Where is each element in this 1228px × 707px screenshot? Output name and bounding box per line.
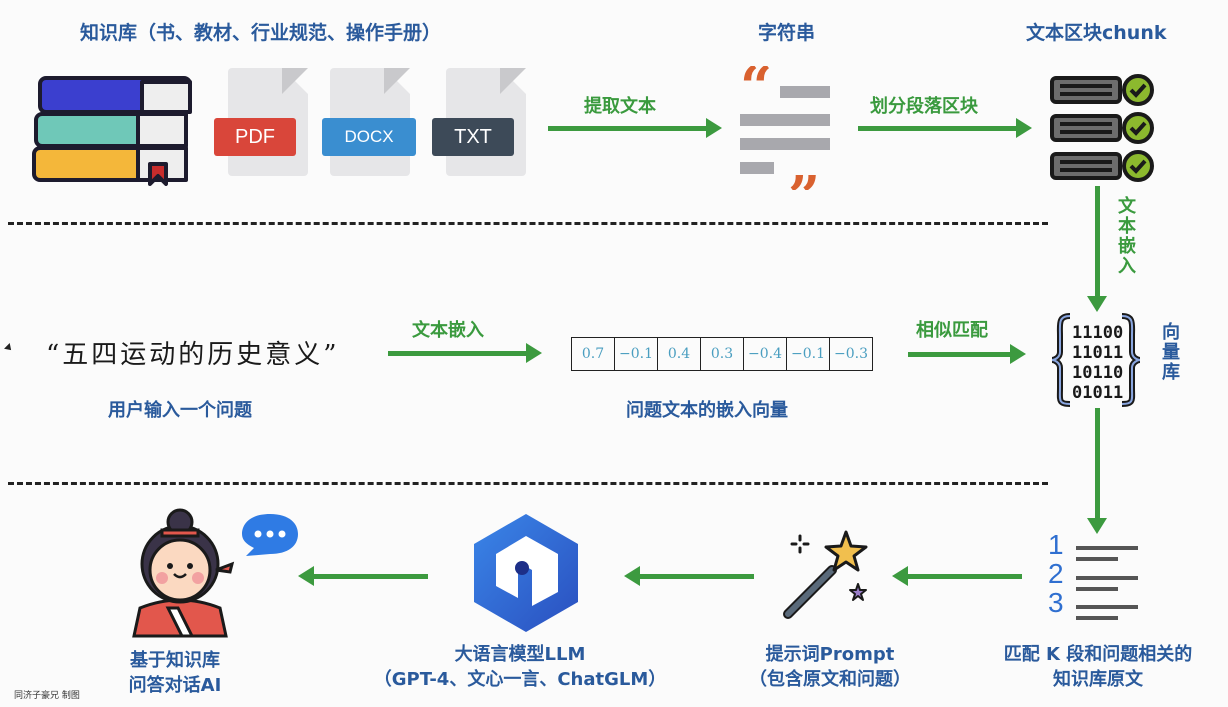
binary-row: 10110	[1072, 363, 1123, 383]
docx-file-icon: DOCX	[322, 68, 416, 176]
prompt-caption-line2: （包含原文和问题）	[749, 669, 911, 690]
embed-down-arrow	[1087, 186, 1107, 312]
vector-database-icon: 11100 11011 10110 01011	[1051, 313, 1141, 407]
binary-row: 01011	[1072, 383, 1123, 403]
rank-number: 1	[1048, 529, 1064, 560]
vector-caption: 问题文本的嵌入向量	[626, 400, 788, 421]
llm-caption-line1: 大语言模型LLM	[454, 644, 586, 665]
svg-text:”: ”	[788, 164, 820, 190]
user-query-text: “五四运动的历史意义”	[46, 340, 340, 370]
embedding-vector: 0.7 −0.1 0.4 0.3 −0.4 −0.1 −0.3	[571, 337, 873, 371]
vector-cell: −0.1	[787, 338, 830, 370]
txt-badge: TXT	[432, 118, 514, 156]
top-k-caption-line2: 知识库原文	[1053, 669, 1143, 690]
chunk-title: 文本区块chunk	[1026, 22, 1167, 44]
vector-cell: −0.1	[615, 338, 658, 370]
split-arrow	[858, 118, 1032, 138]
rank-number: 2	[1048, 558, 1064, 589]
credit-text: 同济子豪兄 制图	[14, 691, 80, 701]
similarity-arrow	[908, 344, 1026, 364]
top-k-caption-line1: 匹配 K 段和问题相关的	[1003, 644, 1193, 665]
vector-cell: −0.3	[834, 346, 868, 362]
query-embed-label: 文本嵌入	[412, 320, 484, 341]
retrieve-down-arrow	[1087, 408, 1107, 534]
top-k-list-icon: 1 2 3	[1048, 530, 1148, 626]
query-embed-arrow	[388, 343, 542, 363]
vector-cell: 0.4	[658, 338, 701, 370]
chat-ai-caption: 基于知识库 问答对话AI	[100, 648, 250, 698]
llm-caption-line2: （GPT-4、文心一言、ChatGLM）	[373, 669, 667, 690]
llm-model-icon	[474, 514, 578, 632]
binary-row: 11100	[1072, 323, 1123, 343]
separator-bottom	[8, 482, 1048, 485]
string-title: 字符串	[758, 22, 816, 44]
user-query-caption: 用户输入一个问题	[108, 400, 252, 421]
top-k-caption: 匹配 K 段和问题相关的 知识库原文	[976, 642, 1220, 692]
chat-ai-caption-line1: 基于知识库	[130, 650, 220, 671]
to-chat-ai-arrow	[298, 566, 428, 586]
similarity-match-label: 相似匹配	[916, 320, 988, 341]
extract-text-label: 提取文本	[584, 96, 656, 117]
embed-vertical-label: 文本嵌入	[1115, 196, 1136, 276]
docx-badge: DOCX	[322, 118, 416, 156]
mouse-cursor-icon	[4, 343, 14, 353]
knowledge-base-title: 知识库（书、教材、行业规范、操作手册）	[80, 22, 442, 44]
books-icon	[32, 76, 192, 186]
magic-wand-icon	[783, 530, 868, 619]
extract-arrow	[548, 118, 722, 138]
separator-top	[8, 222, 1048, 225]
svg-text:“: “	[740, 66, 772, 120]
split-paragraph-label: 划分段落区块	[870, 96, 978, 117]
vector-cell: −0.4	[744, 338, 787, 370]
pdf-badge: PDF	[214, 118, 296, 156]
vector-cell: 0.3	[701, 338, 744, 370]
text-chunks-icon	[1050, 74, 1154, 182]
vector-cell: 0.7	[572, 338, 615, 370]
prompt-caption-line1: 提示词Prompt	[765, 644, 895, 665]
to-llm-arrow	[624, 566, 754, 586]
speech-bubble-icon	[242, 514, 298, 556]
pdf-file-icon: PDF	[214, 68, 308, 176]
rank-number: 3	[1048, 587, 1064, 618]
prompt-caption: 提示词Prompt （包含原文和问题）	[730, 642, 930, 692]
chat-ai-caption-line2: 问答对话AI	[128, 675, 222, 696]
quote-string-icon: “ ”	[740, 66, 830, 190]
vector-db-label: 向量库	[1159, 322, 1180, 382]
to-prompt-arrow	[892, 566, 1022, 586]
llm-caption: 大语言模型LLM （GPT-4、文心一言、ChatGLM）	[350, 642, 690, 692]
txt-file-icon: TXT	[432, 68, 526, 176]
chat-ai-character-icon	[132, 508, 298, 638]
binary-row: 11011	[1072, 343, 1123, 363]
